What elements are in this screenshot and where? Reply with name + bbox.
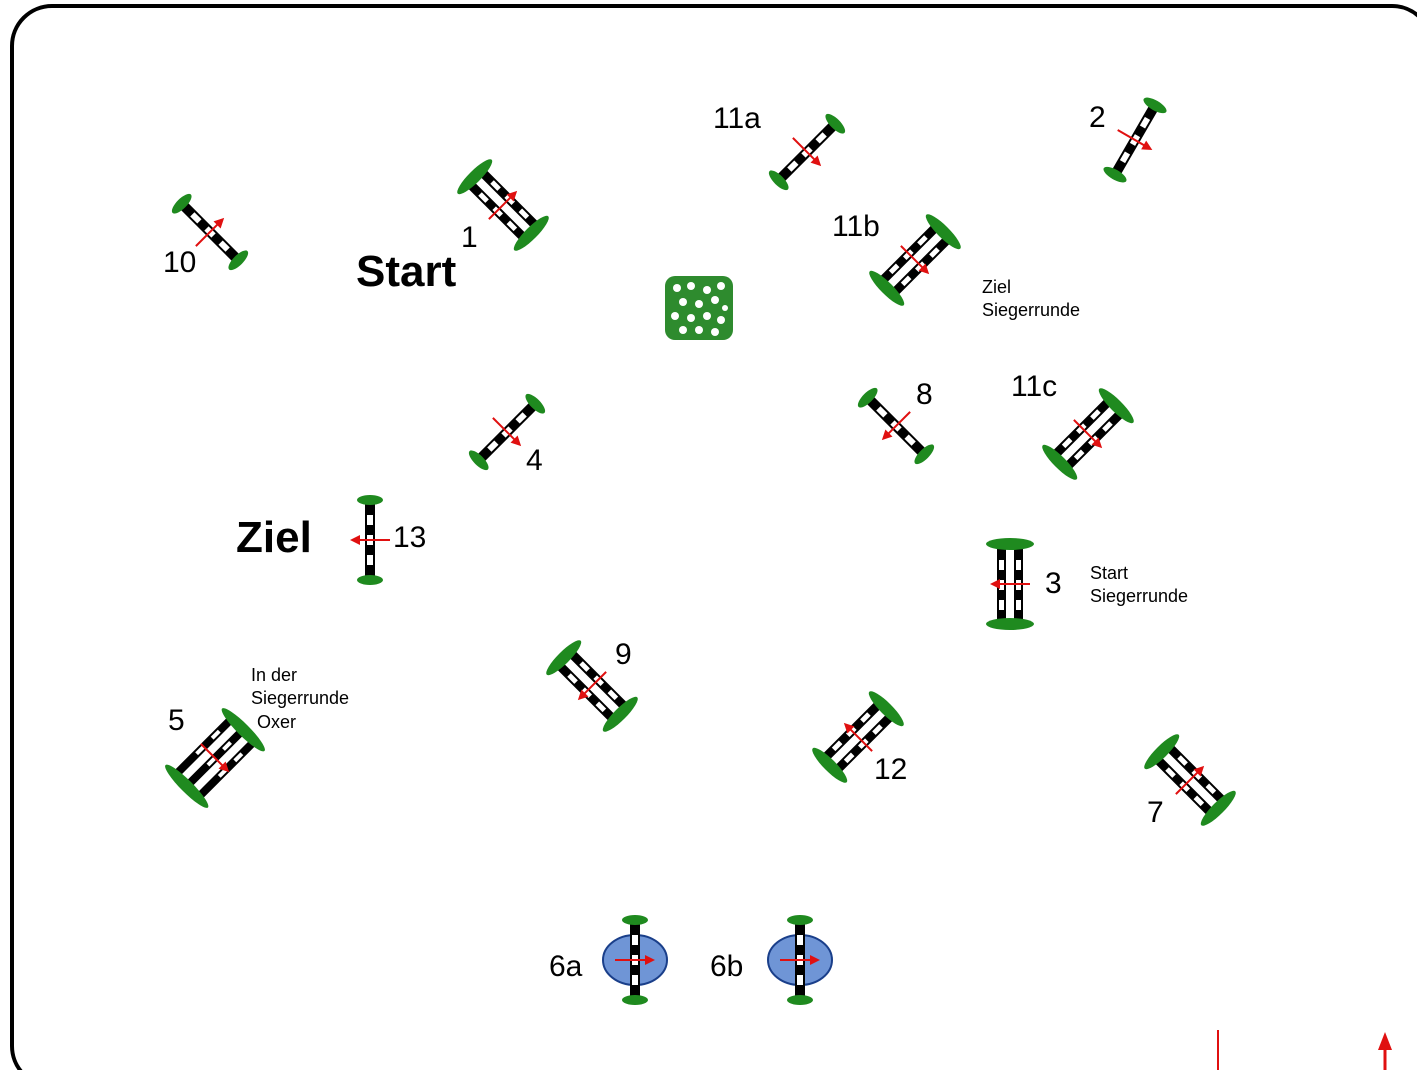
obstacle-label-6a: 6a	[549, 950, 583, 983]
obstacle-label-3: 3	[1045, 567, 1062, 600]
obstacle-label-12: 12	[874, 753, 908, 786]
obstacle-label-4: 4	[526, 444, 543, 477]
obstacle-label-1: 1	[461, 221, 478, 254]
obstacle-3	[986, 538, 1034, 630]
start-siegerrunde-label: Start Siegerrunde	[1090, 563, 1189, 607]
obstacle-2	[1101, 94, 1169, 186]
course-border	[10, 4, 1417, 1070]
bush-decoration	[665, 276, 733, 340]
obstacle-6a	[602, 915, 668, 1005]
obstacle-label-11b: 11b	[832, 210, 880, 243]
north-arrow-icon	[1378, 1032, 1392, 1070]
obstacle-label-10: 10	[163, 246, 197, 279]
obstacle-label-11c: 11c	[1011, 370, 1058, 403]
oxer-note-label: In der Siegerrunde Oxer	[251, 665, 350, 732]
obstacle-label-11a: 11a	[713, 102, 761, 135]
obstacle-label-13: 13	[393, 521, 427, 554]
obstacle-11a	[765, 110, 849, 194]
obstacle-6b	[767, 915, 833, 1005]
ziel-label: Ziel	[236, 513, 312, 562]
obstacle-13	[349, 495, 391, 585]
obstacle-label-9: 9	[615, 638, 632, 671]
obstacle-11b	[865, 210, 965, 310]
obstacle-label-2: 2	[1089, 101, 1106, 134]
obstacle-label-6b: 6b	[710, 950, 744, 983]
obstacle-label-8: 8	[916, 378, 933, 411]
obstacle-label-5: 5	[168, 704, 185, 737]
ziel-siegerrunde-label: Ziel Siegerrunde	[982, 277, 1081, 321]
start-label: Start	[356, 247, 457, 296]
obstacle-label-7: 7	[1147, 796, 1164, 829]
